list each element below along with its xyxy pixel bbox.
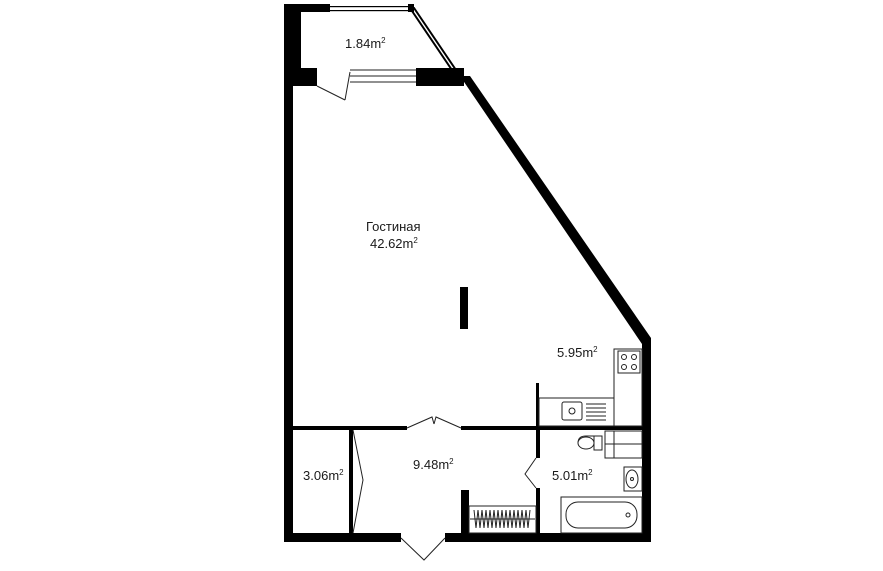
bathtub <box>560 496 643 534</box>
storage-area-label: 3.06m2 <box>303 468 344 483</box>
balcony-bottom-pier-right <box>416 68 464 86</box>
stove <box>617 350 641 374</box>
kitchen-area-label: 5.95m2 <box>557 345 598 360</box>
bathroom-partition-bottom <box>536 488 540 533</box>
bathroom-door <box>524 457 537 489</box>
doors <box>352 416 537 561</box>
balcony-door <box>316 71 351 101</box>
living-column <box>460 287 468 329</box>
balcony-diagonal-wall <box>408 7 462 77</box>
bathroom-fixtures <box>560 430 643 534</box>
entrance-door <box>400 537 446 561</box>
room-labels: 1.84m2 Гостиная 42.62m2 5.95m2 3.06m2 9.… <box>303 36 598 483</box>
washbasin <box>623 466 643 492</box>
left-wall-balcony-pier <box>284 4 301 86</box>
closet-hangers <box>473 509 531 529</box>
hall-double-door <box>406 416 435 429</box>
right-wall <box>642 338 651 542</box>
hall-closet <box>468 505 537 534</box>
horizontal-partition-right <box>461 426 642 430</box>
bottom-wall-right <box>445 533 651 542</box>
hall-closet-wall <box>461 490 469 533</box>
bathroom-partition-top <box>536 430 540 458</box>
balcony-bottom-pier-left <box>293 68 317 86</box>
balcony-area-label: 1.84m2 <box>345 36 386 51</box>
balcony-glazing <box>350 69 416 83</box>
horizontal-partition-left <box>293 426 407 430</box>
toilet <box>577 435 603 451</box>
kitchen-partition <box>536 383 539 426</box>
burner-icon <box>621 354 627 360</box>
diagonal-wall <box>460 76 651 348</box>
storage-partition <box>349 430 353 533</box>
bottom-wall <box>284 533 401 542</box>
left-wall <box>284 4 293 542</box>
storage-door <box>352 429 364 534</box>
balcony-top-wall <box>293 4 330 12</box>
balcony-top-window-2 <box>330 10 410 12</box>
kitchen-fixtures <box>538 348 643 427</box>
bathroom-area-label: 5.01m2 <box>552 468 593 483</box>
hall-area-label: 9.48m2 <box>413 457 454 472</box>
drainboard <box>586 403 606 421</box>
interior-walls <box>293 287 642 533</box>
living-name-label: Гостиная <box>366 219 421 234</box>
outer-walls <box>284 4 651 542</box>
balcony-top-window <box>330 6 410 8</box>
living-area-label: 42.62m2 <box>370 236 418 251</box>
